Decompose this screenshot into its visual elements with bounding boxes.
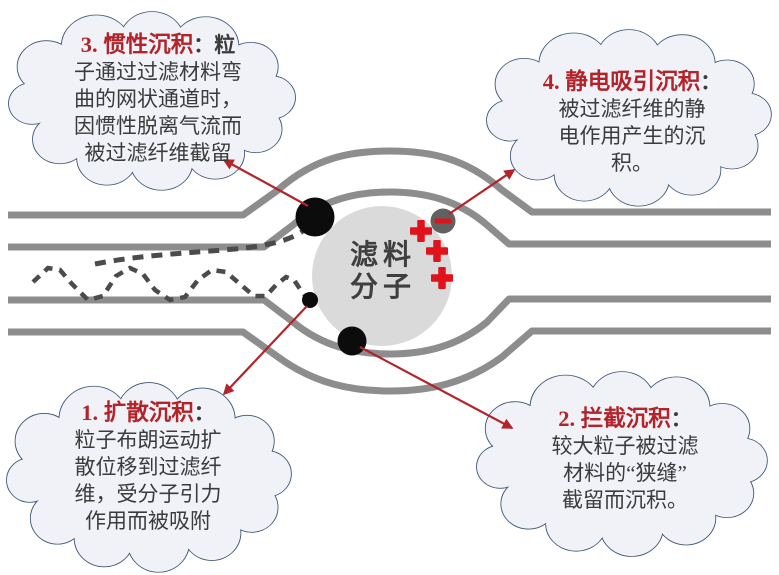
callout-body-line: 维，受分子引力 (74, 482, 222, 506)
inertial-trajectory-dashed (94, 218, 315, 267)
interception-callout-text: 2. 拦截沉积： 较大粒子被过滤 材料的“狭缝” 截留而沉积。 (510, 405, 740, 514)
callout-body-line: 子通过过滤材料弯 (74, 60, 242, 84)
callout-body-line: 曲的网状通道时， (74, 87, 242, 111)
callout-body-line: 作用而被吸附 (85, 509, 211, 533)
callout-title: 3. 惯性沉积 (80, 32, 194, 57)
arrow-to-inertial-cloud (222, 159, 309, 207)
interception-particle (337, 326, 367, 356)
inertial-callout-text: 3. 惯性沉积：粒 子通过过滤材料弯 曲的网状通道时， 因惯性脱离气流而 被过滤… (38, 31, 278, 167)
arrow-to-diffusion-cloud (222, 305, 308, 396)
inertial-particle (295, 197, 335, 237)
callout-heading-line: 1. 扩散沉积： (81, 400, 215, 425)
arrow-to-electrostatic-cloud (448, 169, 516, 215)
brownian-trajectory-dashed (31, 265, 312, 303)
callout-body-line: 电作用产生的沉 (558, 124, 706, 148)
electrostatic-callout-text: 4. 静电吸引沉积： 被过滤纤维的静 电作用产生的沉 积。 (507, 68, 757, 177)
callout-title: 2. 拦截沉积 (558, 406, 671, 431)
callout-body-line: 散位移到过滤纤 (74, 455, 222, 479)
callout-body-line: 被过滤纤维截留 (84, 141, 232, 165)
callout-body-line: 被过滤纤维的静 (558, 97, 706, 121)
arrow-to-interception-cloud (359, 346, 514, 429)
channel-wall-bottom-outer (8, 327, 771, 395)
callout-title: 4. 静电吸引沉积 (542, 69, 701, 94)
minus-icon (434, 218, 452, 224)
plus-icon (431, 267, 453, 289)
plus-icon (426, 240, 448, 262)
diffusion-particle (302, 292, 318, 308)
channel-wall-bottom-inner (8, 295, 771, 358)
filter-molecule-circle (312, 206, 452, 346)
filter-molecule-label: 滤料 分子 (327, 240, 439, 304)
callout-body-line: 材料的“狭缝” (563, 461, 687, 485)
callout-body-line: 截留而沉积。 (562, 488, 688, 512)
callout-heading-line: 2. 拦截沉积： (558, 406, 692, 431)
callout-body-line: 粒子布朗运动扩 (74, 428, 222, 452)
molecule-label-line: 滤料 (349, 240, 416, 271)
callout-heading-line: 4. 静电吸引沉积： (542, 69, 722, 94)
plus-icon (410, 220, 432, 242)
diffusion-callout-text: 1. 扩散沉积： 粒子布朗运动扩 散位移到过滤纤 维，受分子引力 作用而被吸附 (33, 399, 263, 535)
callout-heading-line: 3. 惯性沉积：粒 (80, 32, 236, 57)
callout-body-line: 较大粒子被过滤 (551, 434, 699, 458)
callout-body-line: 积。 (611, 151, 653, 175)
callout-body-line: 因惯性脱离气流而 (74, 114, 242, 138)
molecule-label-line: 分子 (349, 272, 416, 303)
channel-wall-top-outer (8, 147, 771, 219)
callout-title: 1. 扩散沉积 (81, 400, 194, 425)
